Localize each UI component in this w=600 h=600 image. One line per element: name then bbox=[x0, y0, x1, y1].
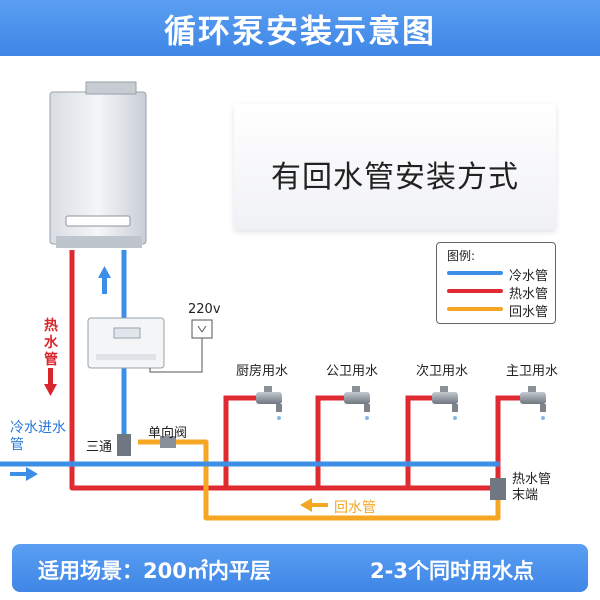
return-arrow-icon bbox=[300, 498, 328, 512]
hot-water-pipe bbox=[69, 250, 500, 491]
page-title: 循环泵安装示意图 bbox=[163, 12, 436, 50]
legend-label: 热水管 bbox=[509, 287, 549, 302]
hot-end-label: 热水管末端 bbox=[512, 472, 552, 503]
faucet-icon bbox=[256, 386, 282, 420]
hot-branch-pipes bbox=[223, 395, 528, 488]
legend: 图例: 冷水管 热水管 回水管 bbox=[436, 242, 556, 324]
header-bar: 循环泵安装示意图 bbox=[0, 0, 600, 56]
inlet-arrow-icon bbox=[10, 467, 38, 481]
footer-usage-points: 2-3个同时用水点 bbox=[370, 559, 534, 583]
return-pipe-label: 回水管 bbox=[334, 500, 376, 516]
circulation-pump bbox=[87, 317, 165, 369]
legend-swatch bbox=[447, 271, 503, 275]
legend-label: 冷水管 bbox=[509, 269, 549, 284]
install-method-panel: 有回水管安装方式 bbox=[234, 104, 556, 230]
end-connector bbox=[490, 478, 506, 500]
fixture-label-public-bath: 公卫用水 bbox=[326, 364, 379, 379]
cold-inlet-label: 冷水进水管 bbox=[10, 420, 66, 453]
power-socket-icon bbox=[149, 319, 213, 373]
fixture-label-kitchen: 厨房用水 bbox=[236, 364, 289, 379]
legend-label: 回水管 bbox=[509, 305, 549, 320]
fixture-label-second-bath: 次卫用水 bbox=[416, 364, 469, 379]
footer-scenario: 适用场景：200㎡内平层 bbox=[38, 559, 271, 583]
tee-fitting bbox=[117, 434, 131, 456]
install-method-title: 有回水管安装方式 bbox=[271, 160, 519, 195]
faucet-icon bbox=[520, 386, 546, 420]
legend-item-return: 回水管 bbox=[447, 301, 551, 320]
faucet-icon bbox=[432, 386, 458, 420]
legend-swatch bbox=[447, 307, 503, 311]
legend-swatch bbox=[447, 289, 503, 293]
legend-item-hot: 热水管 bbox=[447, 283, 551, 302]
water-heater bbox=[49, 81, 147, 248]
up-arrow-icon bbox=[98, 266, 111, 294]
footer-bar: 适用场景：200㎡内平层 2-3个同时用水点 bbox=[12, 544, 588, 592]
check-valve-label: 单向阀 bbox=[148, 426, 188, 441]
down-arrow-icon bbox=[44, 368, 57, 396]
faucet-icon bbox=[344, 386, 370, 420]
power-label: 220v bbox=[188, 302, 221, 317]
fixture-label-master-bath: 主卫用水 bbox=[506, 364, 559, 379]
hot-water-label: 热水管 bbox=[44, 318, 58, 368]
legend-title: 图例: bbox=[447, 249, 476, 263]
legend-item-cold: 冷水管 bbox=[447, 265, 551, 284]
tee-label: 三通 bbox=[86, 440, 113, 455]
return-water-pipe bbox=[138, 439, 501, 521]
check-valve bbox=[160, 436, 176, 448]
